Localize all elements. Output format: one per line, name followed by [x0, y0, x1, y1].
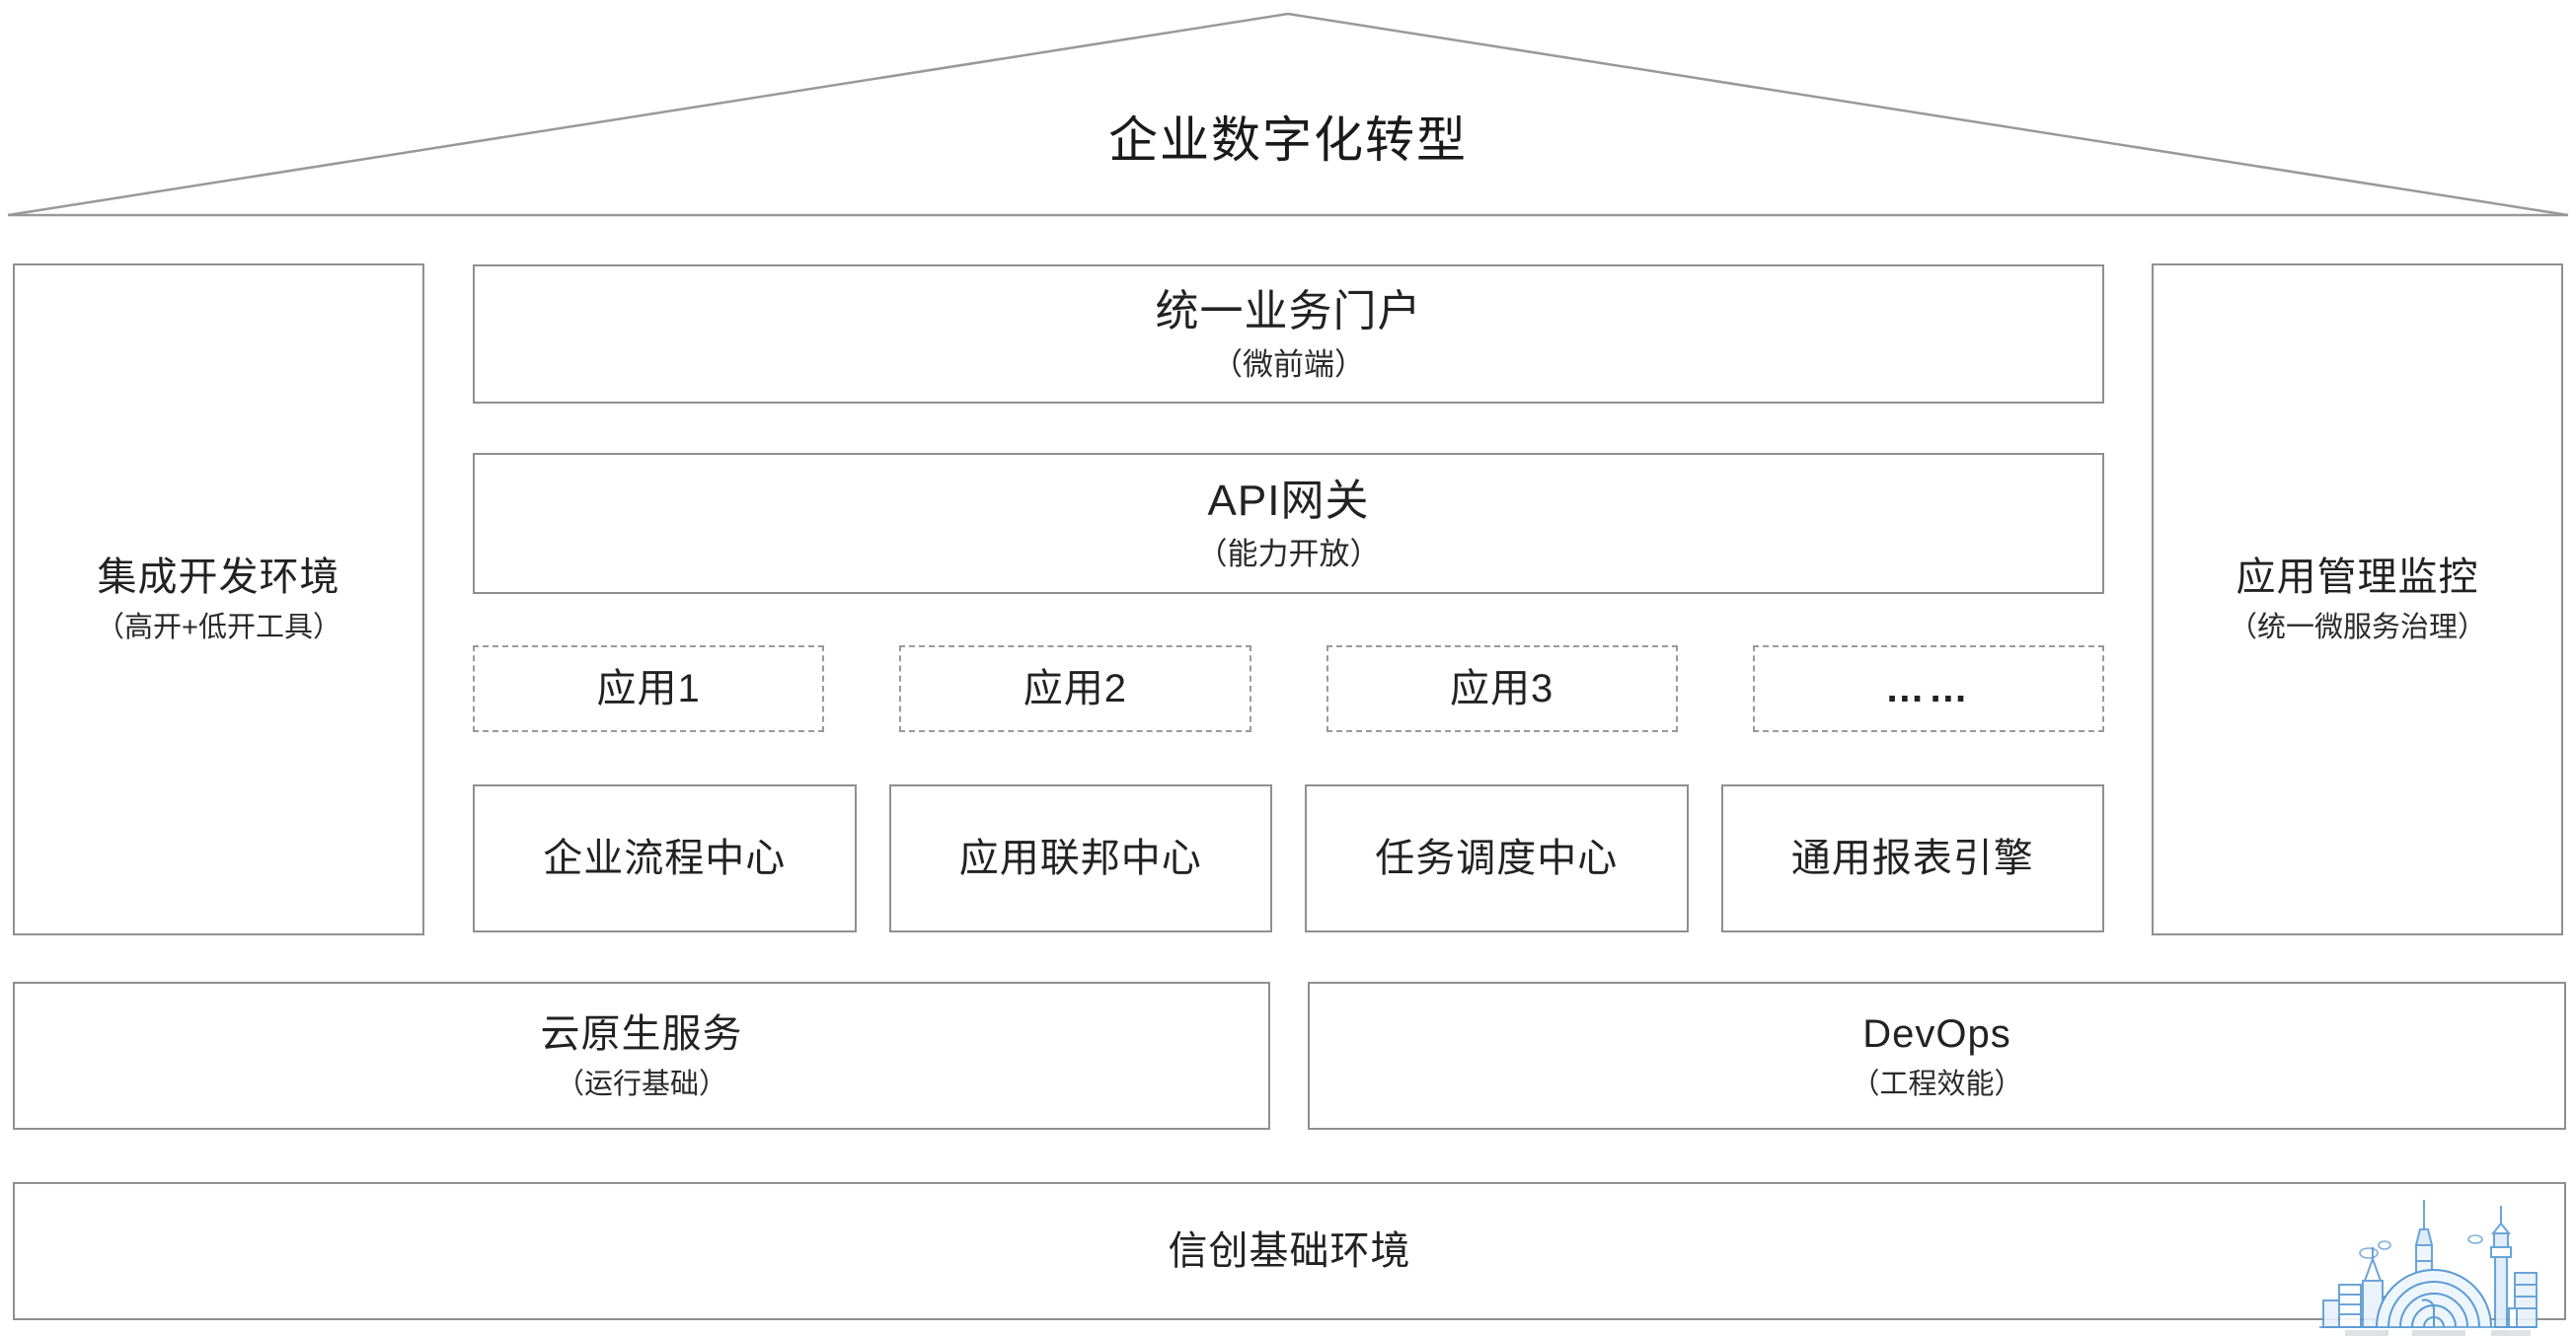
box-subtitle: （运行基础）: [555, 1068, 727, 1100]
box-subtitle: （工程效能）: [1851, 1068, 2023, 1100]
app-monitoring-box: 应用管理监控 （统一微服务治理）: [2152, 263, 2563, 935]
app-label: 应用2: [1023, 667, 1127, 710]
box-subtitle: （微前端）: [1212, 346, 1365, 382]
diagram-title: 企业数字化转型: [1108, 112, 1468, 168]
app-box-2: 应用2: [899, 645, 1251, 732]
roof-outline: [7, 12, 2569, 217]
ide-environment-box: 集成开发环境 （高开+低开工具）: [13, 263, 424, 935]
box-subtitle: （能力开放）: [1196, 536, 1381, 571]
task-scheduling-box: 任务调度中心: [1305, 784, 1689, 932]
box-title: API网关: [1207, 476, 1370, 525]
centers-row: 企业流程中心 应用联邦中心 任务调度中心 通用报表引擎: [473, 784, 2104, 932]
app-box-3: 应用3: [1326, 645, 1678, 732]
unified-portal-box: 统一业务门户 （微前端）: [473, 264, 2104, 404]
roof-slope-lines: [7, 12, 2569, 217]
xinchuang-base-box: 信创基础环境: [13, 1182, 2566, 1320]
center-label: 通用报表引擎: [1790, 837, 2034, 880]
process-center-box: 企业流程中心: [473, 784, 857, 932]
ellipsis-label: ……: [1884, 667, 1972, 710]
center-label: 企业流程中心: [543, 837, 787, 880]
app-box-1: 应用1: [473, 645, 825, 732]
logo-cutoff-band: [2345, 1330, 2531, 1336]
center-label: 任务调度中心: [1375, 837, 1619, 880]
cloud-native-box: 云原生服务 （运行基础）: [13, 982, 1270, 1130]
box-title: 统一业务门户: [1155, 286, 1422, 335]
app-row: 应用1 应用2 应用3 ……: [473, 645, 2104, 732]
box-title: 信创基础环境: [1168, 1229, 1411, 1273]
app-box-more: ……: [1752, 645, 2104, 732]
logo-clouds: [2359, 1234, 2483, 1259]
app-label: 应用3: [1450, 667, 1554, 710]
box-subtitle: （高开+低开工具）: [96, 612, 341, 644]
center-label: 应用联邦中心: [958, 837, 1202, 880]
app-label: 应用1: [596, 667, 701, 710]
box-title: 云原生服务: [540, 1011, 743, 1056]
box-subtitle: （统一微服务治理）: [2228, 612, 2486, 644]
logo-swirl: [2376, 1269, 2492, 1328]
federation-center-box: 应用联邦中心: [888, 784, 1272, 932]
box-title: 集成开发环境: [97, 556, 341, 600]
devops-box: DevOps （工程效能）: [1308, 982, 2566, 1130]
box-title: DevOps: [1862, 1011, 2011, 1056]
report-engine-box: 通用报表引擎: [1720, 784, 2104, 932]
city-skyline-logo: [2319, 1200, 2538, 1336]
api-gateway-box: API网关 （能力开放）: [473, 453, 2104, 594]
box-title: 应用管理监控: [2235, 556, 2479, 600]
